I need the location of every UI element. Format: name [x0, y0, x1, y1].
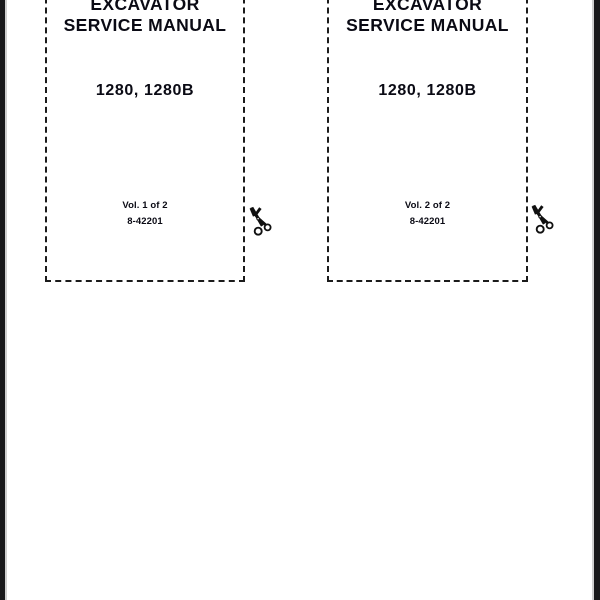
volume-label: Vol. 2 of 2 [404, 200, 451, 211]
card-footer: Vol. 1 of 2 8-42201 [47, 198, 243, 230]
scan-edge-left [0, 0, 5, 600]
volume-label: Vol. 1 of 2 [122, 200, 168, 211]
model-designation: 1280, 1280B [378, 82, 477, 99]
model-designation: 1280, 1280B [95, 82, 195, 99]
title-line-secondary: SERVICE MANUAL [346, 15, 509, 35]
title-line-secondary: SERVICE MANUAL [63, 15, 227, 35]
card-content: EXCAVATOR SERVICE MANUAL 1280, 1280B Vol… [329, 0, 526, 280]
title-line-primary: EXCAVATOR [90, 0, 200, 14]
cut-out-card: EXCAVATOR SERVICE MANUAL 1280, 1280B Vol… [327, 0, 528, 282]
card-title: EXCAVATOR SERVICE MANUAL [47, 0, 243, 36]
scissors-icon [529, 204, 555, 236]
part-number: 8-42201 [409, 216, 446, 227]
scan-edge-bleed-right [592, 0, 594, 600]
part-number: 8-42201 [127, 216, 163, 227]
card-footer: Vol. 2 of 2 8-42201 [329, 198, 526, 230]
card-title: EXCAVATOR SERVICE MANUAL [329, 0, 526, 36]
scan-edge-bleed-left [5, 0, 7, 600]
cut-out-card: EXCAVATOR SERVICE MANUAL 1280, 1280B Vol… [45, 0, 245, 282]
scissors-icon [247, 206, 273, 238]
title-line-primary: EXCAVATOR [372, 0, 483, 14]
card-content: EXCAVATOR SERVICE MANUAL 1280, 1280B Vol… [47, 0, 243, 280]
scan-edge-right [594, 0, 600, 600]
